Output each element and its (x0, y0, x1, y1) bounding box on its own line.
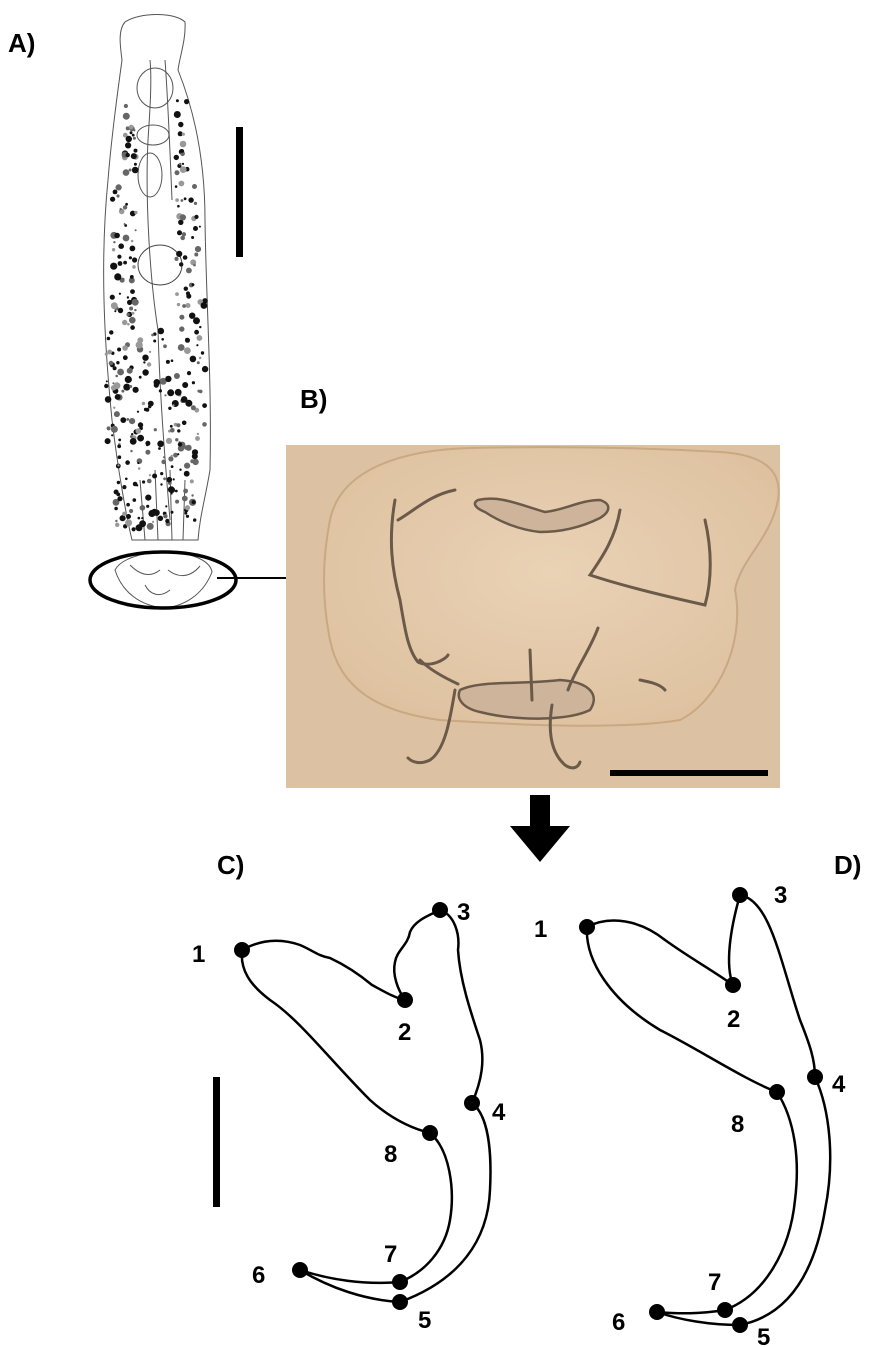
landmark-c-6: 6 (252, 1262, 265, 1289)
landmark-d-1: 1 (534, 916, 547, 943)
landmark-d-3: 3 (774, 882, 787, 909)
landmark-d-4: 4 (832, 1071, 846, 1098)
landmark-c-2: 2 (398, 1019, 411, 1046)
scale-bar-c (213, 1077, 220, 1207)
haptor-illustration (115, 552, 212, 608)
landmark-d-8: 8 (731, 1111, 744, 1138)
landmark-outline-d (587, 895, 830, 1325)
landmark-c-3: 3 (457, 899, 470, 926)
micrograph-photo (286, 445, 780, 788)
landmark-d-6: 6 (612, 1309, 625, 1336)
landmark-c-5: 5 (418, 1307, 431, 1334)
landmark-c-7: 7 (384, 1241, 397, 1268)
landmark-d-5: 5 (757, 1324, 770, 1347)
landmark-d-7: 7 (708, 1269, 721, 1296)
landmark-points-c (234, 902, 480, 1310)
scale-bar-a (236, 127, 243, 257)
haptor-highlight-ellipse (90, 552, 236, 608)
landmark-c-8: 8 (384, 1141, 397, 1168)
landmark-outline-c (242, 910, 491, 1302)
landmark-d-2: 2 (727, 1006, 740, 1033)
landmark-c-1: 1 (192, 941, 205, 968)
arrow-down-icon (510, 795, 570, 862)
landmark-c-4: 4 (492, 1099, 506, 1126)
landmark-numbers-d: 1 2 3 4 5 6 7 8 (534, 882, 846, 1347)
scale-bar-b (610, 770, 768, 776)
